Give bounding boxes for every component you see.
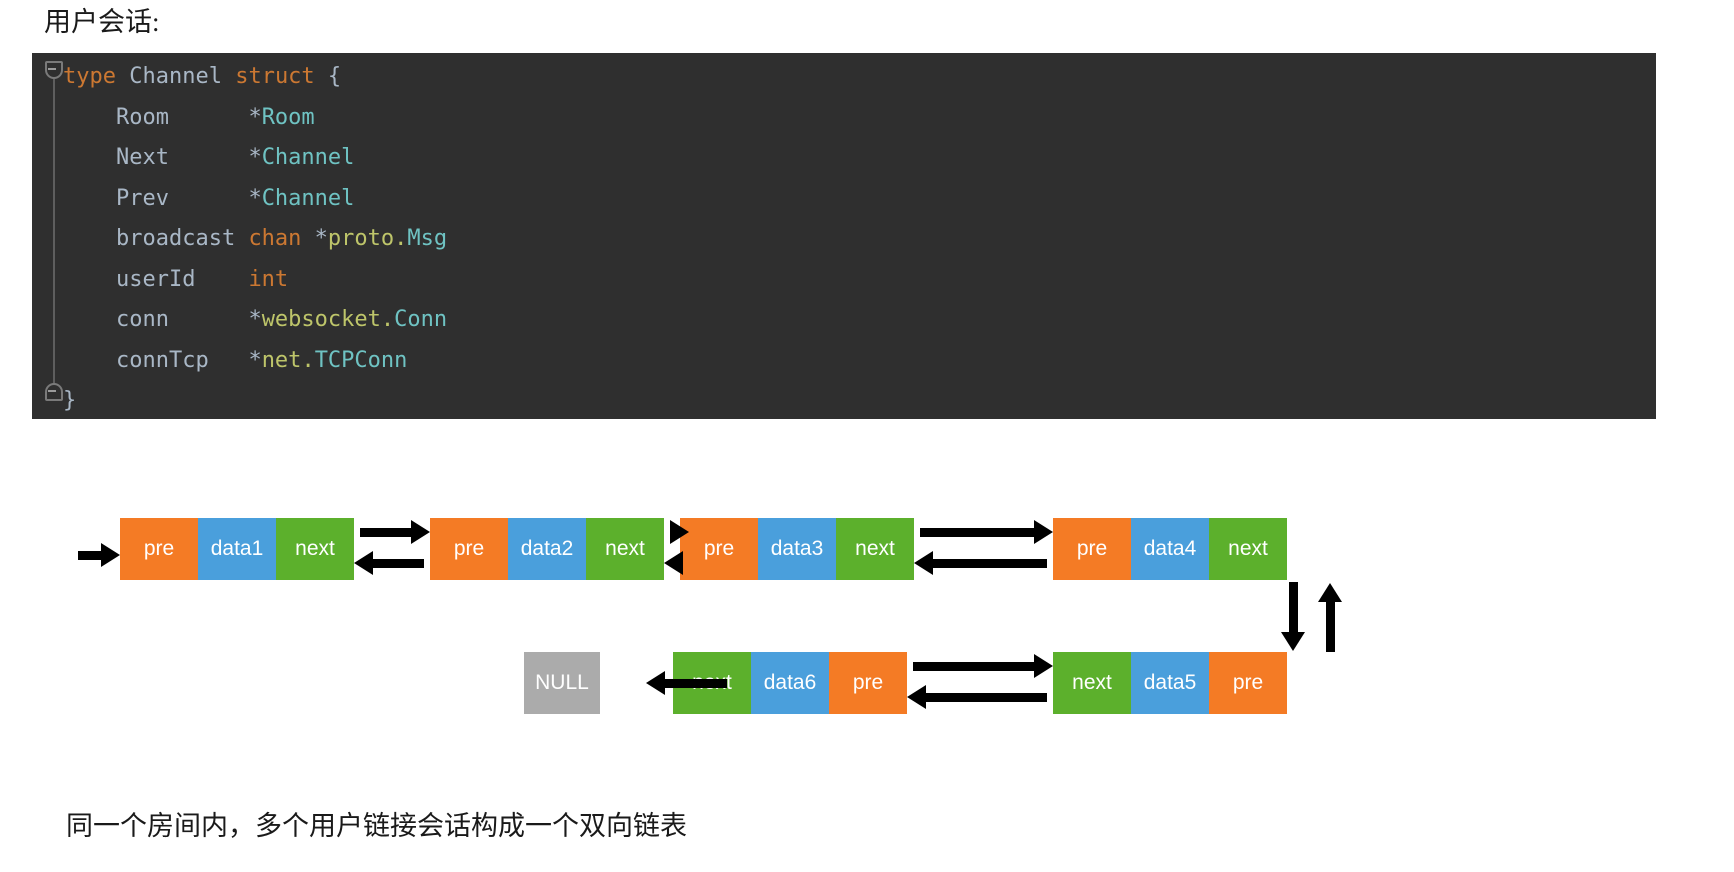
arrow-prev-1 xyxy=(354,551,424,575)
code-token: net xyxy=(261,347,302,373)
code-block: type Channel struct { Room *Room Next *C… xyxy=(32,53,1656,419)
node-cell-data6: data6 xyxy=(751,652,829,714)
null-terminator-box: NULL xyxy=(524,652,600,714)
arrow-prev-4 xyxy=(907,685,1047,709)
node-cell-pre: pre xyxy=(120,518,198,580)
node-cell-pre: pre xyxy=(1053,518,1131,580)
code-line: } xyxy=(63,381,1656,419)
code-token: . xyxy=(301,347,315,373)
code-token: Channel xyxy=(261,185,355,211)
code-token: Room xyxy=(63,104,249,130)
node-cell-pre: pre xyxy=(829,652,907,714)
code-token: * xyxy=(248,307,262,332)
code-token: * xyxy=(248,104,262,130)
code-line: userId int xyxy=(63,260,1656,301)
code-line: Room *Room xyxy=(63,98,1656,139)
code-token: Next xyxy=(63,145,249,170)
code-content[interactable]: type Channel struct { Room *Room Next *C… xyxy=(63,53,1656,419)
code-token: . xyxy=(394,226,408,251)
code-line: broadcast chan *proto.Msg xyxy=(63,219,1656,260)
node-cell-next: next xyxy=(276,518,354,580)
code-fold-line xyxy=(53,79,55,395)
arrow-next-1 xyxy=(360,520,430,544)
arrow-wrap-up xyxy=(1318,583,1342,652)
arrow-to-null xyxy=(646,671,727,695)
code-token: TCPConn xyxy=(314,347,408,373)
arrow-prev-3 xyxy=(914,551,1047,575)
code-line: conn *websocket.Conn xyxy=(63,300,1656,341)
code-token: struct xyxy=(235,64,315,89)
code-token xyxy=(222,64,235,89)
code-token xyxy=(301,226,314,251)
code-gutter xyxy=(32,53,63,419)
code-token: conn xyxy=(63,307,249,332)
code-token: { xyxy=(314,64,342,89)
code-token: connTcp xyxy=(63,347,249,373)
arrow-head-entry xyxy=(78,543,120,567)
node-cell-data4: data4 xyxy=(1131,518,1209,580)
code-line: Next *Channel xyxy=(63,138,1656,179)
node-cell-pre: pre xyxy=(430,518,508,580)
arrow-next-4 xyxy=(913,654,1053,678)
arrow-next-3 xyxy=(920,520,1053,544)
code-token: Channel xyxy=(129,64,222,89)
code-token: Channel xyxy=(261,145,355,170)
arrow-wrap-down xyxy=(1281,582,1305,651)
code-token: * xyxy=(248,347,262,373)
code-line: Prev *Channel xyxy=(63,179,1656,220)
node-cell-next: next xyxy=(836,518,914,580)
code-line: type Channel struct { xyxy=(63,57,1656,98)
code-token: chan xyxy=(248,226,302,251)
node-cell-next: next xyxy=(1209,518,1287,580)
code-token: * xyxy=(314,226,328,251)
code-token: websocket xyxy=(261,307,381,332)
node-cell-next: next xyxy=(1053,652,1131,714)
node-cell-data1: data1 xyxy=(198,518,276,580)
code-token: Conn xyxy=(394,307,448,332)
code-token: * xyxy=(248,185,262,211)
node-cell-next: next xyxy=(586,518,664,580)
code-token: . xyxy=(380,307,395,332)
fold-collapse-icon-top[interactable] xyxy=(45,61,63,79)
node-cell-data5: data5 xyxy=(1131,652,1209,714)
node-cell-pre: pre xyxy=(680,518,758,580)
code-token: userId xyxy=(63,266,249,292)
diagram-caption: 同一个房间内，多个用户链接会话构成一个双向链表 xyxy=(66,811,687,841)
code-token: Msg xyxy=(407,226,448,251)
code-token: int xyxy=(248,266,289,292)
node-cell-data2: data2 xyxy=(508,518,586,580)
fold-collapse-icon-bottom[interactable] xyxy=(45,383,63,401)
code-line: connTcp *net.TCPConn xyxy=(63,341,1656,382)
code-token: * xyxy=(248,145,262,170)
code-token: broadcast xyxy=(63,226,249,251)
code-token: Room xyxy=(261,104,315,130)
code-token: proto xyxy=(327,226,395,251)
code-token: Prev xyxy=(63,185,249,211)
code-token xyxy=(116,64,129,89)
node-cell-pre: pre xyxy=(1209,652,1287,714)
code-token: type xyxy=(63,64,116,89)
page-title: 用户会话: xyxy=(44,7,160,37)
code-token: } xyxy=(63,388,77,413)
node-cell-data3: data3 xyxy=(758,518,836,580)
